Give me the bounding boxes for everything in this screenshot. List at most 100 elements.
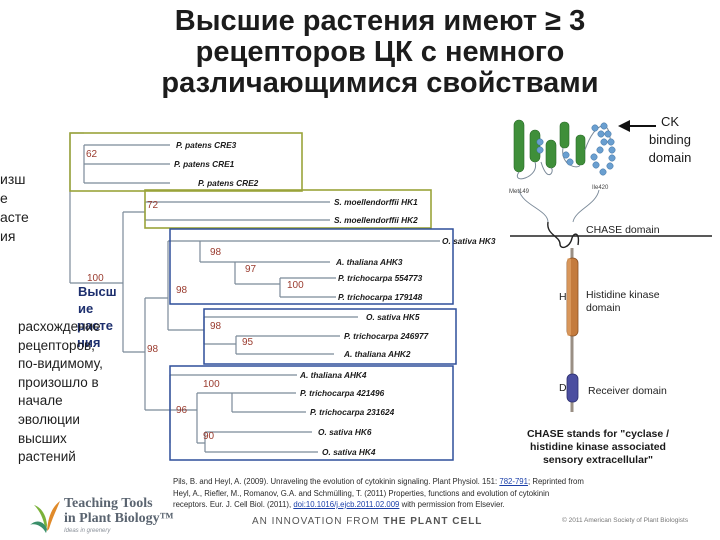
- bootstrap-value: 98: [147, 344, 159, 355]
- desc-line: произошло в: [18, 374, 99, 390]
- bootstrap-value: 100: [203, 379, 220, 390]
- bootstrap-value: 100: [287, 280, 304, 291]
- bootstrap-value: 98: [210, 247, 222, 258]
- bootstrap-value: 96: [176, 405, 188, 416]
- citation-text: with permission from Elsevier.: [399, 500, 505, 509]
- leaf-label: P. trichocarpa 421496: [300, 388, 385, 398]
- clipped-line: асте: [0, 209, 29, 225]
- clipped-side-text: изш е асте ия: [0, 170, 40, 246]
- d-residue-label: D: [559, 382, 567, 394]
- leaf-label: O. sativa HK6: [318, 427, 372, 437]
- clipped-line: ия: [0, 228, 16, 244]
- leaf-label: P. trichocarpa 179148: [338, 292, 423, 302]
- clipped-line: е: [0, 190, 8, 206]
- desc-line: расхождение: [18, 319, 101, 334]
- chase-line: histidine kinase associated: [530, 441, 666, 453]
- clipped-line: изш: [0, 171, 26, 187]
- bootstrap-value: 72: [147, 200, 159, 211]
- ck-binding-domain-label: CK binding domain: [628, 113, 712, 167]
- helix: [545, 139, 557, 169]
- beta-strand-beads: [536, 122, 616, 176]
- box-hk4-clade: [169, 365, 454, 461]
- description-text: расхождение рецепторов, по-видимому, про…: [18, 318, 128, 467]
- helix: [513, 119, 525, 173]
- box-hk3-clade: [169, 228, 454, 305]
- bar-highlight: [567, 258, 571, 336]
- helix: [529, 129, 541, 163]
- teaching-tools-logo-icon: [30, 501, 60, 533]
- citation-line-3: receptors. Eur. J. Cell Biol. (2011), do…: [173, 499, 719, 511]
- overlap-line: Высш: [78, 284, 117, 299]
- overlap-line: ния: [77, 335, 101, 350]
- leaf-label: P. trichocarpa 231624: [310, 407, 395, 417]
- overlap-line: ие: [78, 301, 94, 316]
- loop: [516, 125, 611, 180]
- branch: [197, 431, 318, 453]
- cd-line: CK: [660, 114, 680, 129]
- receiver-domain-label: Receiver domain: [588, 385, 667, 397]
- bootstrap-value: 62: [86, 149, 98, 160]
- desc-line: рецепторов,: [18, 337, 95, 353]
- leaf-label: O. sativa HK4: [322, 447, 376, 457]
- bootstrap-value: 95: [242, 337, 254, 348]
- leaf-label: A. thaliana AHK4: [299, 370, 367, 380]
- citation-line-1: Pils, B. and Heyl, A. (2009). Unraveling…: [173, 476, 719, 488]
- logo-subtitle: Ideas in greenery: [64, 528, 111, 534]
- helix: [575, 134, 586, 166]
- logo-line: Teaching Tools: [64, 496, 153, 511]
- linker: [518, 189, 600, 223]
- logo-line: in Plant Biology™: [64, 511, 174, 526]
- helix: [559, 121, 570, 149]
- slide-title: Высшие растения имеют ≥ 3 рецепторов ЦК …: [90, 6, 670, 99]
- chase-line: sensory extracellular": [542, 454, 654, 466]
- box-hk2-clade: [203, 308, 457, 365]
- title-line-3: различающимися свойствами: [161, 67, 599, 99]
- citation-text: Pils, B. and Heyl, A. (2009). Unraveling…: [173, 477, 500, 486]
- bootstrap-value: 98: [176, 285, 188, 296]
- branch: [144, 297, 170, 411]
- leaf-label: O. sativa HK3: [442, 236, 496, 246]
- receiver-domain-bar: [566, 373, 579, 403]
- desc-line: высших: [18, 430, 67, 446]
- desc-line: растений: [18, 449, 76, 465]
- citation-text: receptors. Eur. J. Cell Biol. (2011),: [173, 500, 294, 509]
- branch: [167, 240, 204, 331]
- arrow-head-icon: [618, 120, 630, 132]
- box-selaginella: [144, 189, 432, 229]
- branch: [170, 392, 306, 443]
- h-residue-label: H: [559, 291, 567, 303]
- leaf-label: S. moellendorffii HK1: [334, 197, 418, 207]
- chase-domain-label: CHASE domain: [586, 224, 660, 236]
- transmembrane-segments: [547, 221, 580, 249]
- tagline-brand: THE PLANT CELL: [383, 516, 483, 527]
- bootstrap-value: 100: [87, 273, 104, 284]
- overlap-line: расте: [77, 318, 113, 333]
- chase-definition: CHASE stands for "cyclase / histidine ki…: [480, 428, 716, 467]
- bootstrap-value: 97: [245, 264, 257, 275]
- overlap-heading: Высш ие расте ния: [77, 283, 117, 351]
- leaf-label: P. trichocarpa 554773: [338, 273, 423, 283]
- cd-line: domain: [648, 150, 692, 165]
- ck-binding-domain-structure: Met149 Ile420: [509, 119, 616, 195]
- title-line-1: Высшие растения имеют ≥ 3: [174, 5, 586, 37]
- title-line-2: рецепторов ЦК с немного: [195, 36, 565, 68]
- leaf-shape: [47, 501, 60, 531]
- desc-line: начале: [18, 393, 63, 409]
- copyright: © 2011 American Society of Plant Biologi…: [562, 517, 689, 524]
- tagline-text: AN INNOVATION FROM: [252, 516, 384, 527]
- bootstrap-value: 98: [210, 321, 222, 332]
- leaf-shape: [30, 521, 47, 533]
- branch: [83, 144, 170, 184]
- bootstrap-value: 90: [203, 431, 215, 442]
- citation-line-2: Heyl, A., Riefler, M., Romanov, G.A. and…: [173, 488, 550, 498]
- box-moss: [69, 132, 303, 192]
- citation-text: ; Reprinted from: [527, 477, 584, 486]
- leaf-label: S. moellendorffii HK2: [334, 215, 418, 225]
- citation: Pils, B. and Heyl, A. (2009). Unraveling…: [173, 476, 719, 511]
- innovation-tagline: AN INNOVATION FROM THE PLANT CELL: [252, 516, 482, 527]
- pages-link[interactable]: 782-791: [499, 477, 528, 486]
- doi-link[interactable]: doi:10.1016/j.ejcb.2011.02.009: [293, 500, 400, 509]
- branch: [199, 240, 440, 262]
